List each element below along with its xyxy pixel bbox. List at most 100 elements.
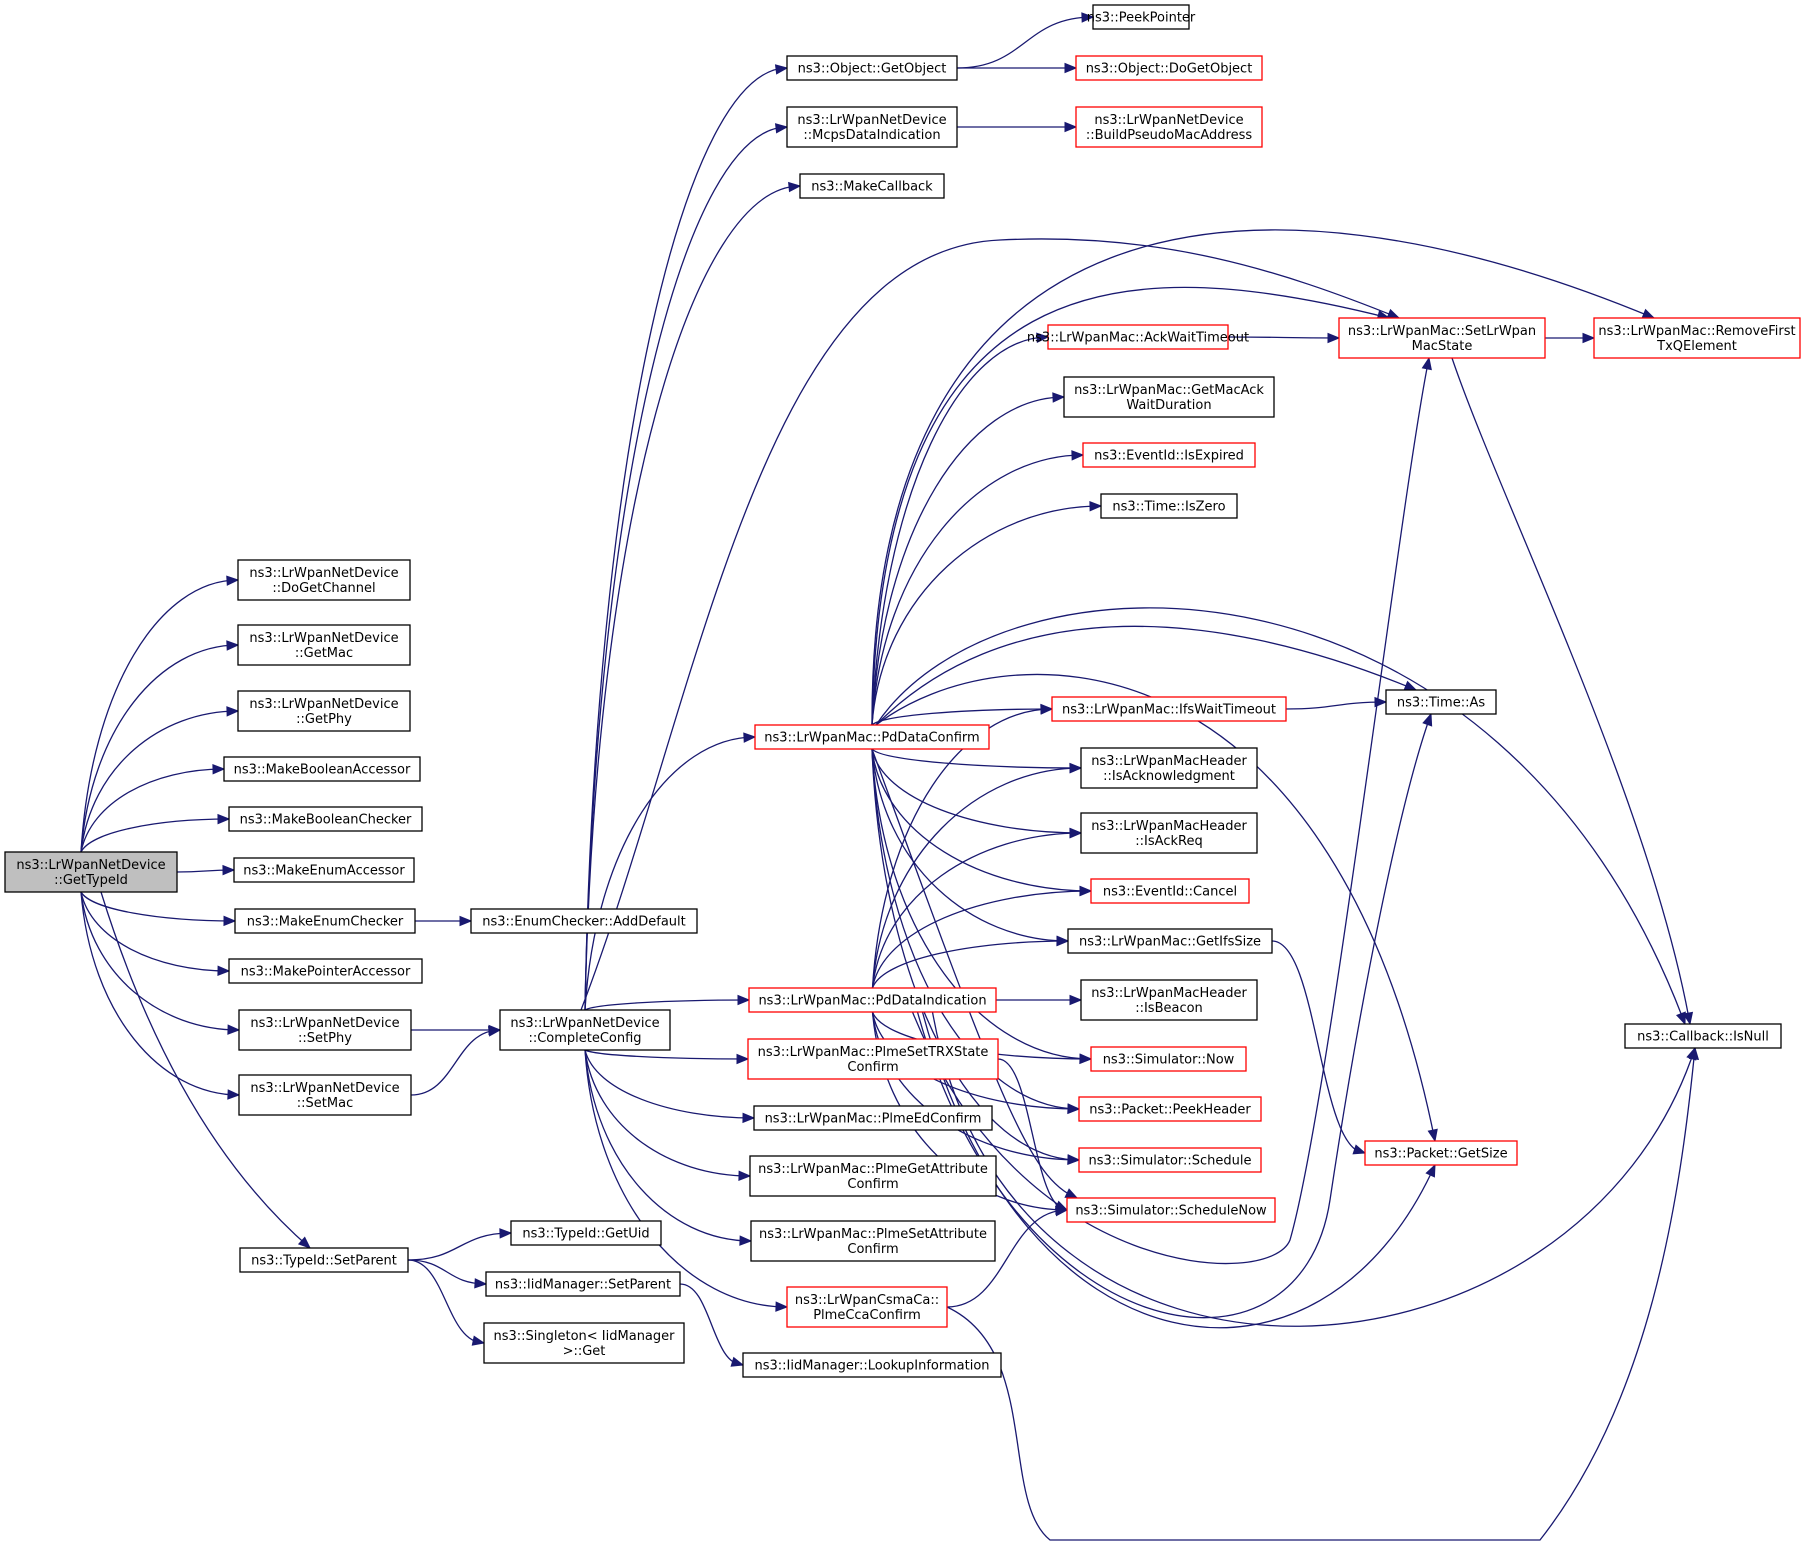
node-lookup-information[interactable]: ns3::IidManager::LookupInformation bbox=[742, 1352, 1002, 1378]
node-box[interactable] bbox=[1364, 1140, 1518, 1166]
node-box[interactable] bbox=[1593, 317, 1801, 359]
node-pd-data-indication[interactable]: ns3::LrWpanMac::PdDataIndication bbox=[748, 987, 997, 1013]
node-ack-wait-timeout[interactable]: ns3::LrWpanMac::AckWaitTimeout bbox=[1027, 324, 1249, 350]
node-build-pseudo-mac-address[interactable]: ns3::LrWpanNetDevice::BuildPseudoMacAddr… bbox=[1075, 106, 1263, 148]
node-box[interactable] bbox=[1624, 1023, 1782, 1049]
node-peek-pointer[interactable]: ns3::PeekPointer bbox=[1087, 4, 1196, 30]
node-box[interactable] bbox=[485, 1271, 681, 1297]
node-box[interactable] bbox=[786, 106, 958, 148]
node-get-size[interactable]: ns3::Packet::GetSize bbox=[1364, 1140, 1518, 1166]
node-box[interactable] bbox=[1078, 1147, 1262, 1173]
node-complete-config[interactable]: ns3::LrWpanNetDevice::CompleteConfig bbox=[499, 1009, 671, 1051]
node-time-as[interactable]: ns3::Time::As bbox=[1385, 689, 1497, 715]
node-box[interactable] bbox=[786, 55, 958, 81]
node-mcps-data-indication[interactable]: ns3::LrWpanNetDevice::McpsDataIndication bbox=[786, 106, 958, 148]
node-make-enum-checker[interactable]: ns3::MakeEnumChecker bbox=[234, 908, 416, 934]
node-schedule[interactable]: ns3::Simulator::Schedule bbox=[1078, 1147, 1262, 1173]
node-box[interactable] bbox=[750, 1220, 996, 1262]
node-add-default[interactable]: ns3::EnumChecker::AddDefault bbox=[470, 908, 698, 934]
node-do-get-channel[interactable]: ns3::LrWpanNetDevice::DoGetChannel bbox=[237, 559, 411, 601]
node-ifs-wait-timeout[interactable]: ns3::LrWpanMac::IfsWaitTimeout bbox=[1051, 696, 1287, 722]
node-is-zero[interactable]: ns3::Time::IsZero bbox=[1100, 493, 1238, 519]
node-cancel[interactable]: ns3::EventId::Cancel bbox=[1090, 878, 1250, 904]
node-box[interactable] bbox=[786, 1286, 948, 1328]
node-make-boolean-accessor[interactable]: ns3::MakeBooleanAccessor bbox=[223, 756, 421, 782]
node-plme-ed-confirm[interactable]: ns3::LrWpanMac::PlmeEdConfirm bbox=[753, 1105, 993, 1131]
node-box[interactable] bbox=[1066, 1197, 1276, 1223]
node-now[interactable]: ns3::Simulator::Now bbox=[1090, 1046, 1247, 1072]
node-box[interactable] bbox=[1075, 55, 1263, 81]
node-box[interactable] bbox=[1051, 696, 1287, 722]
node-get-object[interactable]: ns3::Object::GetObject bbox=[786, 55, 958, 81]
node-box[interactable] bbox=[228, 958, 423, 984]
node-box[interactable] bbox=[749, 1155, 997, 1197]
node-box[interactable] bbox=[4, 851, 178, 893]
node-box[interactable] bbox=[1047, 324, 1229, 350]
node-is-acknowledgment[interactable]: ns3::LrWpanMacHeader::IsAcknowledgment bbox=[1080, 747, 1258, 789]
node-box[interactable] bbox=[1090, 878, 1250, 904]
node-box[interactable] bbox=[1075, 106, 1263, 148]
node-set-mac[interactable]: ns3::LrWpanNetDevice::SetMac bbox=[238, 1074, 412, 1116]
node-is-expired[interactable]: ns3::EventId::IsExpired bbox=[1082, 442, 1256, 468]
node-get-mac[interactable]: ns3::LrWpanNetDevice::GetMac bbox=[237, 624, 411, 666]
node-box[interactable] bbox=[483, 1322, 685, 1364]
node-box[interactable] bbox=[1082, 442, 1256, 468]
node-schedule-now[interactable]: ns3::Simulator::ScheduleNow bbox=[1066, 1197, 1276, 1223]
node-is-ack-req[interactable]: ns3::LrWpanMacHeader::IsAckReq bbox=[1080, 812, 1258, 854]
node-plme-cca-confirm[interactable]: ns3::LrWpanCsmaCa::PlmeCcaConfirm bbox=[786, 1286, 948, 1328]
node-iid-set-parent[interactable]: ns3::IidManager::SetParent bbox=[485, 1271, 681, 1297]
node-box[interactable] bbox=[234, 908, 416, 934]
node-box[interactable] bbox=[499, 1009, 671, 1051]
node-box[interactable] bbox=[1385, 689, 1497, 715]
node-set-phy[interactable]: ns3::LrWpanNetDevice::SetPhy bbox=[238, 1009, 412, 1051]
node-get-ifs-size[interactable]: ns3::LrWpanMac::GetIfsSize bbox=[1067, 928, 1273, 954]
node-box[interactable] bbox=[1080, 812, 1258, 854]
node-box[interactable] bbox=[753, 1105, 993, 1131]
node-do-get-object[interactable]: ns3::Object::DoGetObject bbox=[1075, 55, 1263, 81]
node-box[interactable] bbox=[799, 173, 945, 199]
node-box[interactable] bbox=[1338, 317, 1546, 359]
node-box[interactable] bbox=[1100, 493, 1238, 519]
node-singleton-get[interactable]: ns3::Singleton< IidManager>::Get bbox=[483, 1322, 685, 1364]
node-box[interactable] bbox=[223, 756, 421, 782]
node-box[interactable] bbox=[228, 806, 423, 832]
node-box[interactable] bbox=[1080, 747, 1258, 789]
node-get-type-id[interactable]: ns3::LrWpanNetDevice::GetTypeId bbox=[4, 851, 178, 893]
node-box[interactable] bbox=[239, 1247, 409, 1273]
node-box[interactable] bbox=[747, 1038, 999, 1080]
node-box[interactable] bbox=[1063, 376, 1275, 418]
node-box[interactable] bbox=[742, 1352, 1002, 1378]
node-peek-header[interactable]: ns3::Packet::PeekHeader bbox=[1078, 1096, 1262, 1122]
node-make-boolean-checker[interactable]: ns3::MakeBooleanChecker bbox=[228, 806, 423, 832]
node-is-beacon[interactable]: ns3::LrWpanMacHeader::IsBeacon bbox=[1080, 979, 1258, 1021]
node-pd-data-confirm[interactable]: ns3::LrWpanMac::PdDataConfirm bbox=[754, 724, 990, 750]
node-box[interactable] bbox=[1080, 979, 1258, 1021]
node-box[interactable] bbox=[238, 1009, 412, 1051]
node-box[interactable] bbox=[237, 690, 411, 732]
node-make-callback[interactable]: ns3::MakeCallback bbox=[799, 173, 945, 199]
node-box[interactable] bbox=[470, 908, 698, 934]
node-box[interactable] bbox=[510, 1220, 662, 1246]
node-make-enum-accessor[interactable]: ns3::MakeEnumAccessor bbox=[233, 857, 415, 883]
node-type-id-set-parent[interactable]: ns3::TypeId::SetParent bbox=[239, 1247, 409, 1273]
node-box[interactable] bbox=[748, 987, 997, 1013]
node-box[interactable] bbox=[1090, 1046, 1247, 1072]
node-box[interactable] bbox=[237, 624, 411, 666]
node-box[interactable] bbox=[1067, 928, 1273, 954]
node-make-pointer-accessor[interactable]: ns3::MakePointerAccessor bbox=[228, 958, 423, 984]
node-get-phy[interactable]: ns3::LrWpanNetDevice::GetPhy bbox=[237, 690, 411, 732]
node-get-uid[interactable]: ns3::TypeId::GetUid bbox=[510, 1220, 662, 1246]
node-box[interactable] bbox=[1092, 4, 1190, 30]
node-box[interactable] bbox=[1078, 1096, 1262, 1122]
node-box[interactable] bbox=[754, 724, 990, 750]
node-is-null[interactable]: ns3::Callback::IsNull bbox=[1624, 1023, 1782, 1049]
node-box[interactable] bbox=[237, 559, 411, 601]
node-box[interactable] bbox=[233, 857, 415, 883]
node-box[interactable] bbox=[238, 1074, 412, 1116]
